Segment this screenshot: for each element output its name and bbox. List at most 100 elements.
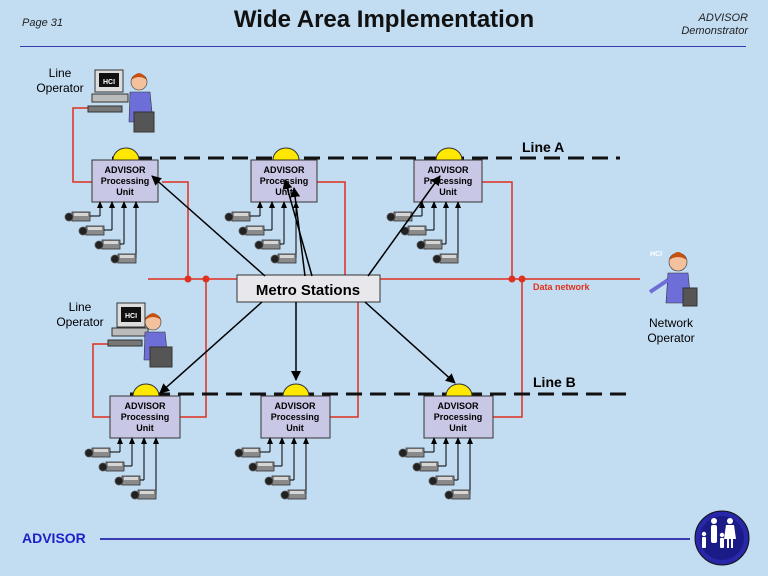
brand-name: ADVISOR [698, 12, 748, 24]
camera-feed-arrow [153, 437, 159, 444]
camera-icon [270, 253, 297, 264]
footer-rule [100, 538, 690, 540]
unit-label-line2: Processing [424, 176, 473, 186]
unit-label-line3: Unit [116, 187, 134, 197]
camera-icon [428, 475, 455, 486]
camera-cluster-a3 [386, 201, 461, 264]
camera-icon [264, 475, 291, 486]
unit-label-line3: Unit [449, 423, 467, 433]
dome-sensors [112, 147, 473, 397]
camera-feed-arrow [431, 201, 437, 208]
camera-icon [254, 239, 281, 250]
camera-cluster-a2 [224, 201, 299, 264]
camera-feed-arrow [419, 201, 425, 208]
camera-icon [234, 447, 261, 458]
camera-feed-arrow [455, 201, 461, 208]
camera-icon [280, 489, 307, 500]
camera-feed-arrow [129, 437, 135, 444]
network-operator-workstation: HCI [648, 251, 698, 307]
unit-label-line2: Processing [121, 412, 170, 422]
camera-feed-arrow [97, 201, 103, 208]
unit-label-line2: Processing [271, 412, 320, 422]
camera-cluster-b2 [234, 437, 309, 500]
unit-label-line1: ADVISOR [124, 401, 166, 411]
brand-block: ADVISOR Demonstrator [681, 12, 748, 38]
camera-feed-arrow [141, 437, 147, 444]
operator-mid-line1: Line [69, 300, 92, 314]
camera-icon [412, 461, 439, 472]
unit-label-line1: ADVISOR [274, 401, 316, 411]
camera-feed-arrow [267, 437, 273, 444]
unit-label-line1: ADVISOR [437, 401, 479, 411]
camera-feed-arrow [109, 201, 115, 208]
unit-label-line3: Unit [136, 423, 154, 433]
operator-right-line1: Network [649, 316, 694, 330]
unit-label-line2: Processing [101, 176, 150, 186]
camera-icon [64, 211, 91, 222]
line-operator-mid-workstation: HCI [107, 302, 173, 368]
camera-feed-arrow [117, 437, 123, 444]
camera-feed-arrow [467, 437, 473, 444]
unit-label-line1: ADVISOR [263, 165, 305, 175]
metro-stations-box [236, 274, 381, 303]
camera-cluster-b1 [84, 437, 159, 500]
camera-icon [248, 461, 275, 472]
camera-icon [130, 489, 157, 500]
data-network-label: Data network [533, 282, 591, 292]
camera-feed-arrow [443, 437, 449, 444]
camera-cluster-b3 [398, 437, 473, 500]
camera-feed-arrow [257, 201, 263, 208]
camera-icon [238, 225, 265, 236]
camera-feed-arrow [279, 437, 285, 444]
operator-mid-line2: Operator [56, 315, 103, 329]
camera-feed-arrow [455, 437, 461, 444]
brand-subtitle: Demonstrator [681, 25, 748, 37]
operator-top-line2: Operator [36, 81, 83, 95]
camera-icon [94, 239, 121, 250]
unit-label-line3: Unit [439, 187, 457, 197]
camera-icon [78, 225, 105, 236]
camera-cluster-a1 [64, 201, 139, 264]
operator-top-line1: Line [49, 66, 72, 80]
camera-feed-arrow [431, 437, 437, 444]
unit-label-line1: ADVISOR [104, 165, 146, 175]
header-rule [20, 46, 746, 47]
operator-right-line2: Operator [647, 331, 694, 345]
camera-icon [114, 475, 141, 486]
footer-brand: ADVISOR [22, 530, 86, 546]
camera-icon [416, 239, 443, 250]
camera-feed-arrow [281, 201, 287, 208]
line-operator-top-workstation: HCI [87, 69, 155, 133]
metro-stations-label: Metro Stations [256, 282, 360, 299]
camera-icon [432, 253, 459, 264]
unit-label-line2: Processing [260, 176, 309, 186]
camera-feed-arrow [269, 201, 275, 208]
camera-icon [400, 225, 427, 236]
camera-feed-arrow [133, 201, 139, 208]
camera-icon [398, 447, 425, 458]
hub-arrows [151, 175, 456, 394]
unit-label-line2: Processing [434, 412, 483, 422]
unit-label-line3: Unit [286, 423, 304, 433]
line-a-label: Line A [522, 139, 564, 155]
camera-icon [224, 211, 251, 222]
advisor-family-logo [694, 510, 750, 566]
hci-label: HCI [650, 251, 662, 258]
hci-label: HCI [125, 313, 137, 320]
camera-feed-arrow [291, 437, 297, 444]
camera-icon [444, 489, 471, 500]
page-number: Page 31 [22, 17, 63, 29]
page-title: Wide Area Implementation [233, 6, 535, 33]
